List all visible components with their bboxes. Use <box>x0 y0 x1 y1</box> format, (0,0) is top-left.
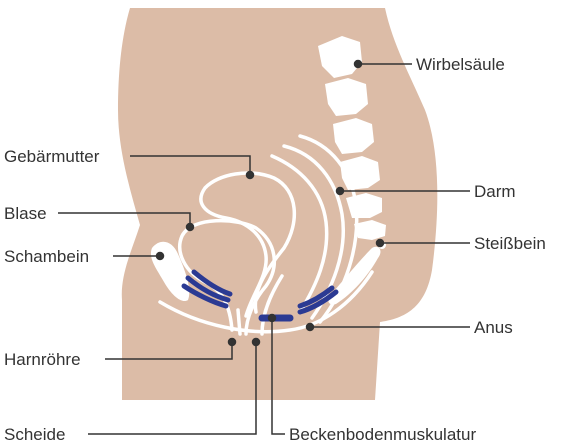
marker-scheide <box>253 339 260 346</box>
label-gebaermutter: Gebärmutter <box>4 147 100 166</box>
marker-darm <box>337 188 344 195</box>
label-harnroehre: Harnröhre <box>4 350 81 369</box>
label-wirbelsaeule: Wirbelsäule <box>416 55 505 74</box>
marker-harnroehre <box>229 339 236 346</box>
body-silhouette <box>118 8 437 400</box>
marker-steissbein <box>377 240 384 247</box>
label-blase: Blase <box>4 204 47 223</box>
marker-blase <box>187 224 194 231</box>
label-scheide: Scheide <box>4 425 65 444</box>
label-beckenbodenmuskulatur: Beckenbodenmuskulatur <box>289 425 476 444</box>
marker-wirbelsaeule <box>355 61 362 68</box>
label-anus: Anus <box>474 318 513 337</box>
label-darm: Darm <box>474 182 516 201</box>
label-schambein: Schambein <box>4 247 89 266</box>
vertebra <box>346 193 382 218</box>
label-steissbein: Steißbein <box>474 234 546 253</box>
marker-schambein <box>157 253 164 260</box>
marker-gebaermutter <box>247 172 254 179</box>
marker-anus <box>307 324 314 331</box>
marker-beckenbodenmuskulatur <box>269 315 276 322</box>
